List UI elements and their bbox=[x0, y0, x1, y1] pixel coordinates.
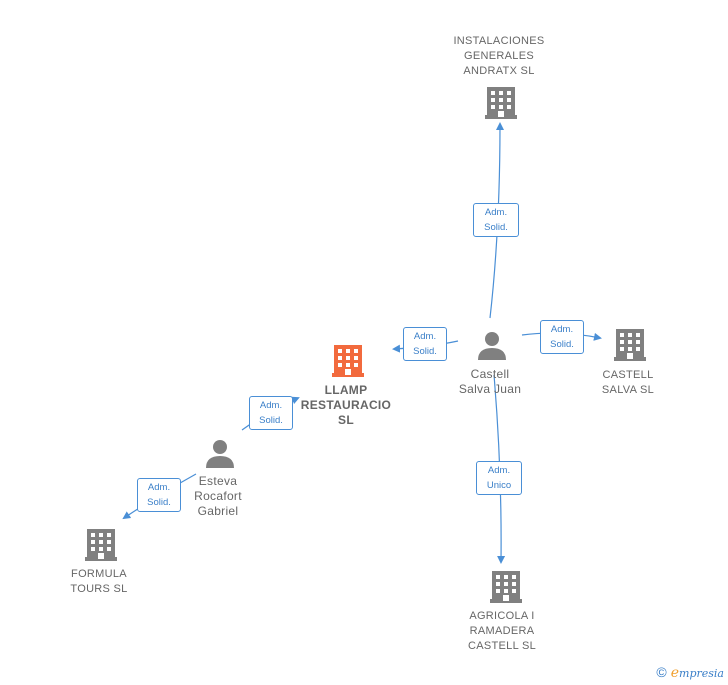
node-label-instalaciones[interactable]: INSTALACIONES GENERALES ANDRATX SL bbox=[439, 34, 559, 79]
edge-label-line: Adm. bbox=[550, 324, 574, 335]
label-line: Rocafort bbox=[194, 489, 242, 503]
label-line: Salva Juan bbox=[458, 382, 522, 396]
node-label-formula-tours[interactable]: FORMULA TOURS SL bbox=[54, 567, 144, 597]
edge-label-line: Adm. bbox=[147, 482, 171, 493]
person-icon[interactable] bbox=[478, 332, 506, 360]
edge-label-to-llamp[interactable]: Adm. Solid. bbox=[403, 327, 447, 361]
edge-label-line: Adm. bbox=[413, 331, 437, 342]
node-label-castell-salva-sl[interactable]: CASTELL SALVA SL bbox=[583, 368, 673, 398]
edge-label-line: Adm. bbox=[484, 207, 508, 218]
empresia-watermark: ©empresia bbox=[656, 664, 724, 681]
person-icon[interactable] bbox=[206, 440, 234, 468]
edge-label-esteva-to-llamp[interactable]: Adm. Solid. bbox=[249, 396, 293, 430]
label-line: ANDRATX SL bbox=[463, 65, 535, 77]
building-icon[interactable] bbox=[490, 571, 522, 603]
edge-label-line: Adm. bbox=[259, 400, 283, 411]
label-line: CASTELL SL bbox=[467, 640, 536, 652]
label-line: FORMULA bbox=[71, 568, 127, 580]
edge-label-esteva-to-formula[interactable]: Adm. Solid. bbox=[137, 478, 181, 512]
edge-label-line: Adm. bbox=[487, 465, 511, 476]
building-icon-main[interactable] bbox=[332, 345, 364, 377]
edge-label-to-agricola[interactable]: Adm. Unico bbox=[476, 461, 522, 495]
edge-label-line: Solid. bbox=[413, 346, 437, 357]
node-label-llamp[interactable]: LLAMP RESTAURACIO SL bbox=[290, 383, 402, 428]
edge-label-line: Solid. bbox=[550, 339, 574, 350]
brand-name: mpresia bbox=[679, 667, 724, 680]
copyright-icon: © bbox=[656, 664, 667, 680]
edge-label-to-instalaciones[interactable]: Adm. Solid. bbox=[473, 203, 519, 237]
building-icon[interactable] bbox=[614, 329, 646, 361]
brand-initial: e bbox=[670, 665, 680, 681]
label-line: RESTAURACIO bbox=[300, 398, 392, 412]
edge-label-to-castell-sl[interactable]: Adm. Solid. bbox=[540, 320, 584, 354]
building-icon[interactable] bbox=[85, 529, 117, 561]
node-label-castell-salva-juan[interactable]: Castell Salva Juan bbox=[445, 367, 535, 397]
label-line: AGRICOLA I bbox=[469, 610, 535, 622]
label-line: LLAMP bbox=[324, 383, 368, 397]
edge-label-line: Solid. bbox=[484, 222, 508, 233]
building-icon[interactable] bbox=[485, 87, 517, 119]
label-line: CASTELL bbox=[602, 369, 654, 381]
label-line: Gabriel bbox=[197, 504, 239, 518]
edge-label-line: Solid. bbox=[147, 497, 171, 508]
label-line: SALVA SL bbox=[601, 384, 655, 396]
node-label-agricola[interactable]: AGRICOLA I RAMADERA CASTELL SL bbox=[452, 609, 552, 654]
label-line: RAMADERA bbox=[469, 625, 535, 637]
edge-label-line: Solid. bbox=[259, 415, 283, 426]
edge-label-line: Unico bbox=[486, 480, 512, 491]
label-line: Castell bbox=[470, 367, 510, 381]
label-line: GENERALES bbox=[464, 50, 534, 62]
node-label-esteva-rocafort[interactable]: Esteva Rocafort Gabriel bbox=[173, 474, 263, 519]
label-line: Esteva bbox=[198, 474, 238, 488]
label-line: TOURS SL bbox=[70, 583, 128, 595]
label-line: SL bbox=[338, 413, 354, 427]
label-line: INSTALACIONES bbox=[453, 35, 545, 47]
